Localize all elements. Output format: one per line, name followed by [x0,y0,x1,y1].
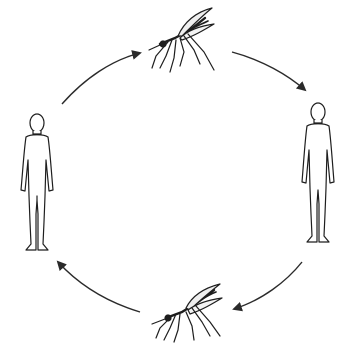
arrow-human-left-to-mosquito-top [62,53,140,104]
human-right-icon [302,103,334,242]
human-left-icon [21,114,53,250]
arrow-human-right-to-mosquito-bottom [234,262,302,309]
mosquito-bottom-icon [152,284,222,342]
mosquito-top-icon [149,8,214,72]
arrow-mosquito-top-to-human-right [232,52,305,90]
arrow-mosquito-bottom-to-human-left [58,262,140,312]
